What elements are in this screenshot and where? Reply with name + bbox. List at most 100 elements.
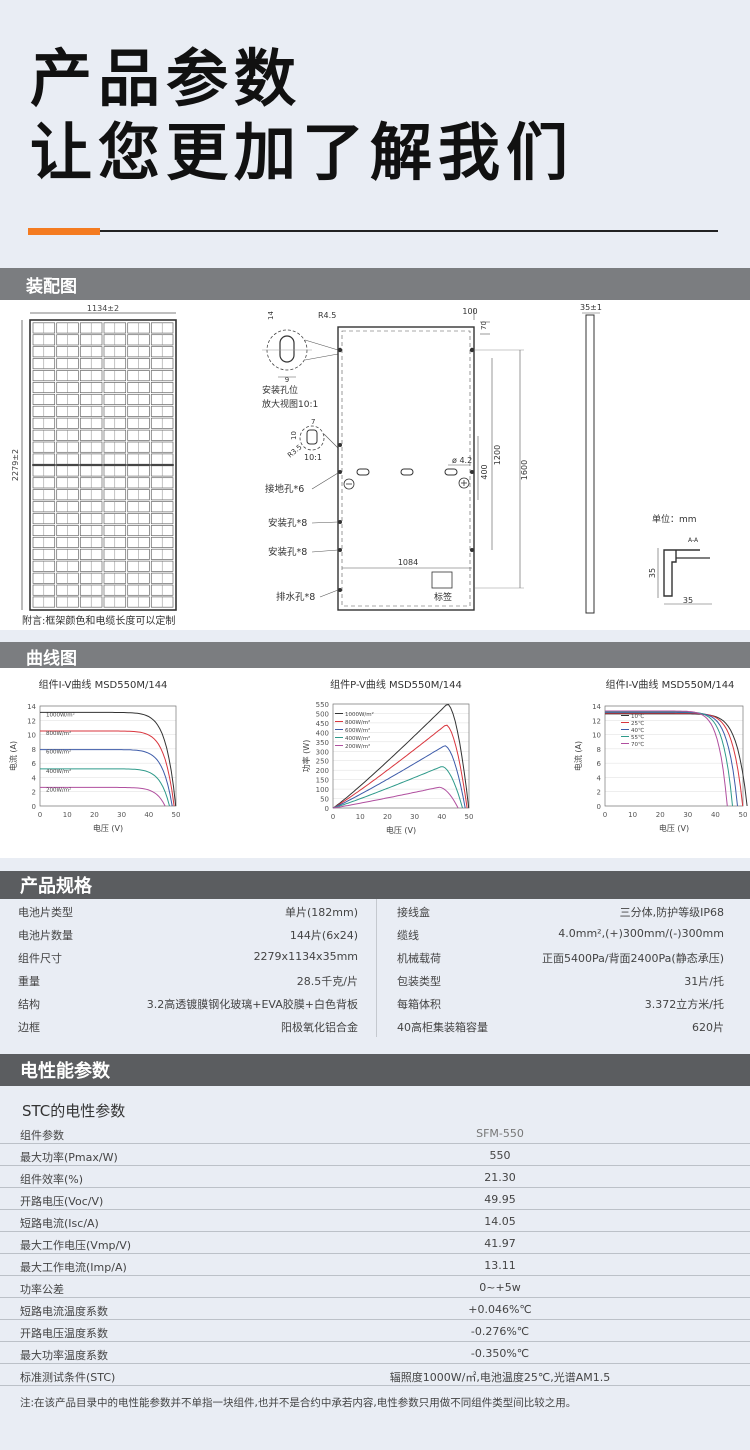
spec-row: 电池片类型 单片(182mm) 接线盒 三分体,防护等级IP68 [0, 899, 750, 922]
y-tick-label: 500 [316, 710, 329, 718]
x-tick-label: 40 [144, 811, 153, 819]
series-line [605, 711, 738, 807]
electrical-value: 550 [489, 1149, 511, 1162]
y-tick-label: 14 [27, 703, 36, 711]
legend-label: 1000W/m² [345, 711, 374, 718]
x-tick-label: 40 [437, 813, 446, 821]
y-tick-label: 6 [32, 760, 37, 768]
spec-key-right: 接线盒 [397, 906, 430, 919]
section-header-electrical: 电性能参数 [0, 1054, 750, 1086]
y-tick-label: 450 [316, 720, 329, 728]
spec-value-left: 单片(182mm) [284, 906, 358, 919]
dim-7: 7 [311, 418, 315, 426]
y-tick-label: 300 [316, 748, 329, 756]
x-tick-label: 10 [356, 813, 365, 821]
spec-key-left: 组件尺寸 [18, 952, 62, 965]
row-divider [0, 1363, 750, 1364]
panel-width-dim: 1134±2 [87, 304, 119, 313]
electrical-row: 短路电流(Isc/A)14.05 [0, 1210, 750, 1232]
row-divider [0, 1143, 750, 1144]
y-tick-label: 4 [597, 774, 602, 782]
electrical-subtitle: STC的电性参数 [22, 1102, 126, 1120]
plot-frame [604, 705, 744, 807]
x-tick-label: 50 [739, 811, 748, 819]
spec-value-right: 三分体,防护等级IP68 [619, 906, 724, 919]
chart-title: 组件P-V曲线 MSD550M/144 [330, 678, 462, 691]
electrical-key: 开路电压温度系数 [20, 1327, 108, 1340]
section-title: 装配图 [26, 276, 77, 297]
section-aa: A-A [688, 537, 699, 544]
mount-hole-label-2: 安装孔*8 [268, 546, 307, 558]
electrical-value: 41.97 [484, 1237, 516, 1250]
y-tick-label: 200 [316, 767, 329, 775]
electrical-row: 最大工作电压(Vmp/V)41.97 [0, 1232, 750, 1254]
electrical-row: 开路电压温度系数-0.276%℃ [0, 1320, 750, 1342]
y-tick-label: 12 [27, 717, 36, 725]
row-divider [0, 1165, 750, 1166]
x-axis-label: 电压 (V) [93, 823, 123, 833]
spec-value-left: 144片(6x24) [289, 929, 358, 942]
y-tick-label: 0 [325, 805, 329, 813]
x-tick-label: 50 [172, 811, 181, 819]
dim-9: 9 [285, 376, 289, 384]
plot-frame [332, 703, 470, 809]
electrical-key: 短路电流温度系数 [20, 1305, 108, 1318]
spec-key-left: 边框 [18, 1021, 40, 1034]
hero-subtitle: 让您更加了解我们 [30, 116, 575, 189]
electrical-key: 短路电流(Isc/A) [20, 1217, 99, 1230]
hero-title: 产品参数 [30, 42, 303, 115]
spec-value-right: 4.0mm²,(+)300mm/(-)300mm [558, 927, 724, 940]
mount-hole-detail: R4.5 14 9 安装孔位 放大视图10:1 7 10 R3.5 10:1 [262, 311, 339, 462]
row-divider [0, 1297, 750, 1298]
spec-value-right: 31片/托 [684, 975, 724, 988]
ground-hole-label: 接地孔*6 [265, 483, 304, 495]
section-header-spec: 产品规格 [0, 871, 750, 899]
legend-label: 800W/m² [46, 730, 71, 737]
dim-r45: R4.5 [318, 311, 336, 320]
spec-key-left: 电池片类型 [18, 906, 73, 919]
section-title: 产品规格 [20, 876, 92, 897]
zoom-label: 放大视图10:1 [262, 398, 318, 410]
series-line [332, 766, 463, 809]
y-axis-label: 电流 (A) [573, 741, 583, 771]
y-tick-label: 0 [597, 803, 601, 811]
section-header-assembly: 装配图 [0, 268, 750, 300]
y-tick-label: 150 [316, 777, 329, 785]
legend-label: 200W/m² [46, 786, 71, 793]
panel-back-view: 100 70 ø 4.2 400 1200 [265, 307, 529, 611]
dim-100: 100 [462, 307, 477, 316]
x-tick-label: 0 [603, 811, 607, 819]
x-tick-label: 20 [656, 811, 665, 819]
section-title: 电性能参数 [20, 1061, 110, 1082]
series-line [605, 712, 744, 807]
x-axis-label: 电压 (V) [659, 823, 689, 833]
legend-label: 400W/m² [46, 768, 71, 775]
x-tick-label: 30 [683, 811, 692, 819]
series-line [332, 745, 466, 809]
spec-key-left: 重量 [18, 975, 40, 988]
y-tick-label: 10 [27, 732, 36, 740]
y-tick-label: 50 [320, 796, 329, 804]
dim-1084: 1084 [398, 558, 418, 567]
spec-key-right: 每箱体积 [397, 998, 441, 1011]
spec-key-right: 包装类型 [397, 975, 441, 988]
y-tick-label: 8 [32, 746, 36, 754]
spec-value-left: 2279x1134x35mm [253, 950, 358, 963]
dim-35-vertical: 35 [648, 568, 657, 578]
hole-label: 安装孔位 [262, 384, 298, 396]
x-tick-label: 40 [711, 811, 720, 819]
x-tick-label: 10 [628, 811, 637, 819]
dim-1200: 1200 [493, 445, 502, 465]
y-tick-label: 2 [32, 789, 36, 797]
legend-label: 1000W/m² [46, 711, 75, 718]
x-tick-label: 0 [38, 811, 42, 819]
electrical-key: 开路电压(Voc/V) [20, 1195, 104, 1208]
spec-divider [376, 899, 377, 1037]
chart-title: 组件I-V曲线 MSD550M/144 [39, 678, 168, 691]
